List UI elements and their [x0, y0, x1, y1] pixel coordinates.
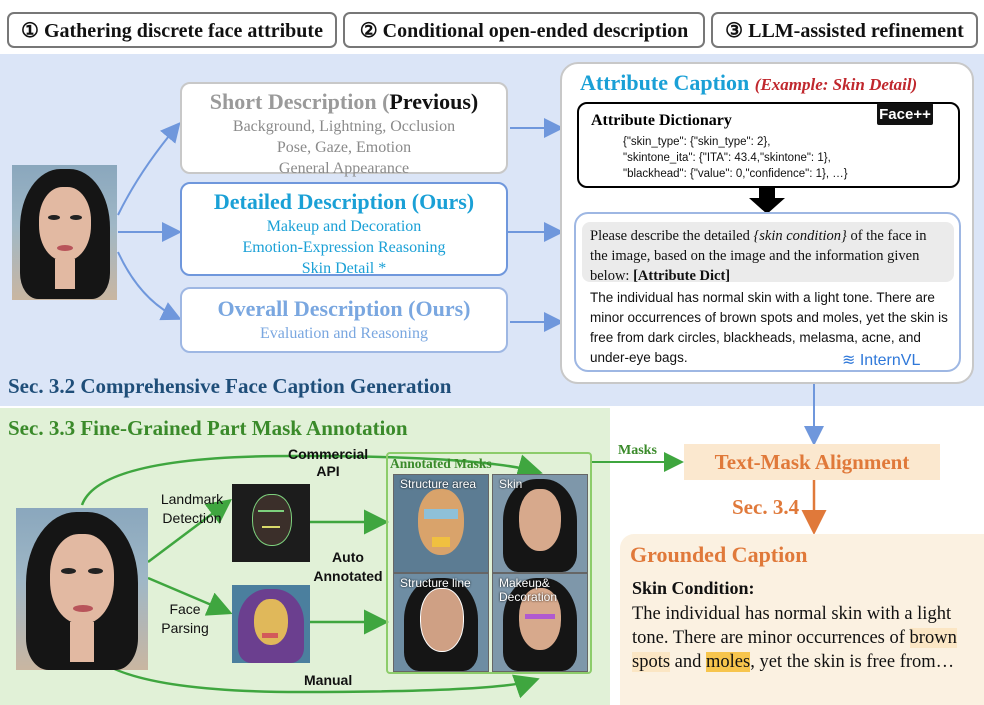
mask-tile-structure-line: Structure line	[393, 573, 489, 672]
detailed-desc-line: Skin Detail *	[301, 260, 387, 277]
skin-condition-heading: Skin Condition:	[632, 578, 755, 598]
overall-desc-line: Evaluation and Reasoning	[260, 325, 428, 342]
masks-label: Masks	[618, 443, 657, 458]
face-parsing-image	[232, 585, 310, 663]
annotated-masks-grid: Annotated Masks Structure area Skin Stru…	[386, 452, 592, 674]
overall-description-title: Overall Description (Ours)	[217, 296, 471, 321]
sec34-label: Sec. 3.4	[732, 495, 800, 519]
detailed-description-box: Detailed Description (Ours) Makeup and D…	[180, 182, 508, 277]
mask-tile-makeup-decoration: Makeup& Decoration	[492, 573, 588, 672]
short-desc-line: Pose, Gaze, Emotion	[276, 139, 412, 156]
internvl-logo: ≋ InternVL	[842, 352, 921, 369]
response-text: The individual has normal skin with a li…	[590, 290, 948, 365]
attribute-caption-panel: Attribute Caption (Example: Skin Detail)…	[560, 62, 974, 384]
sec33-label: Sec. 3.3 Fine-Grained Part Mask Annotati…	[8, 416, 408, 440]
attribute-dictionary-box: Attribute Dictionary Face++ {"skin_type"…	[577, 102, 960, 188]
prompt-response-box: Please describe the detailed {skin condi…	[574, 212, 961, 372]
short-description-title: Short Description (Previous)	[209, 89, 479, 114]
manual-label: Manual	[304, 672, 353, 688]
text-mask-alignment-box: Text-Mask Alignment	[684, 444, 940, 480]
detailed-desc-line: Emotion-Expression Reasoning	[242, 239, 446, 256]
face-photo-top	[12, 165, 117, 300]
grounded-caption-panel: Grounded Caption Skin Condition: The ind…	[620, 534, 984, 705]
tab-gathering-attribute: ① Gathering discrete face attribute	[7, 12, 337, 48]
attribute-dictionary-title: Attribute Dictionary	[591, 112, 732, 129]
attribute-dictionary-content: {"skin_type": {"skin_type": 2}, "skinton…	[623, 136, 848, 180]
down-arrow-icon	[749, 186, 785, 214]
short-desc-line: Background, Lightning, Occlusion	[232, 118, 456, 135]
sec32-label: Sec. 3.2 Comprehensive Face Caption Gene…	[8, 374, 452, 398]
annotated-masks-title: Annotated Masks	[390, 456, 492, 471]
faceplusplus-logo: Face++	[877, 103, 933, 125]
attribute-caption-title: Attribute Caption (Example: Skin Detail)	[580, 70, 918, 95]
tab-conditional-description: ② Conditional open-ended description	[343, 12, 705, 48]
prompt-text: Please describe the detailed {skin condi…	[582, 222, 954, 284]
grounded-caption-text: The individual has normal skin with a li…	[632, 604, 957, 672]
mask-tile-skin: Skin	[492, 474, 588, 573]
highlight-moles: moles	[706, 652, 751, 672]
detailed-description-title: Detailed Description (Ours)	[213, 189, 475, 214]
short-description-box: Short Description (Previous) Background,…	[180, 82, 508, 177]
mask-tile-structure-area: Structure area	[393, 474, 489, 573]
grounded-caption-title: Grounded Caption	[630, 542, 808, 567]
tab-llm-refinement: ③ LLM-assisted refinement	[711, 12, 978, 48]
short-desc-line: General Appearance	[278, 160, 410, 177]
detailed-desc-line: Makeup and Decoration	[266, 218, 422, 235]
face-photo-bottom	[16, 508, 148, 670]
overall-description-box: Overall Description (Ours) Evaluation an…	[180, 287, 508, 353]
landmark-detection-image	[232, 484, 310, 562]
